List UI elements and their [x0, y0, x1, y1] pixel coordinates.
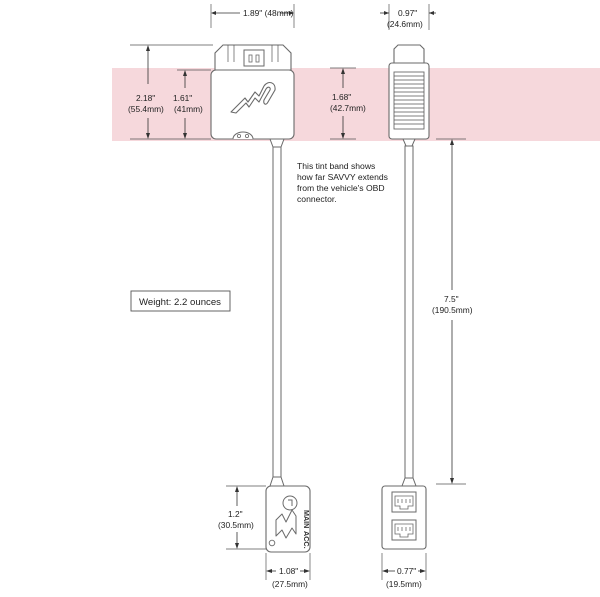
band-height-in: 1.61" — [173, 93, 192, 103]
jack-side-width-in: 0.77" — [397, 566, 416, 576]
port-label-main: MAIN — [302, 510, 311, 528]
note-line-4: connector. — [297, 194, 337, 204]
jack-side-view — [381, 485, 427, 550]
side-band-in: 1.68" — [332, 92, 351, 102]
dim-side-band: 1.68" (42.7mm) — [330, 67, 366, 140]
tint-band-note: This tint band shows how far SAVVY exten… — [297, 161, 388, 204]
jack-height-mm: (30.5mm) — [218, 520, 254, 530]
note-line-1: This tint band shows — [297, 161, 375, 171]
obd-width-label: 1.89" (48mm) — [243, 8, 294, 18]
jack-front-view: MAIN ACC. — [265, 485, 311, 553]
cable-length-mm: (190.5mm) — [432, 305, 473, 315]
side-band-mm: (42.7mm) — [330, 103, 366, 113]
front-cable — [272, 138, 282, 485]
dim-total-height: 2.18" (55.4mm) — [128, 44, 213, 140]
dim-side-width: 0.97" (24.6mm) — [380, 4, 436, 30]
side-width-mm: (24.6mm) — [387, 19, 423, 29]
weight-box: Weight: 2.2 ounces — [130, 290, 231, 312]
savvy-logo-icon — [230, 81, 276, 114]
band-height-mm: (41mm) — [174, 104, 203, 114]
total-height-mm: (55.4mm) — [128, 104, 164, 114]
jack-width-mm: (27.5mm) — [272, 579, 308, 589]
cable-length-in: 7.5" — [444, 294, 459, 304]
dim-cable-length: 7.5" (190.5mm) — [432, 138, 473, 485]
rj-jack-icon — [391, 491, 417, 513]
rj-jack-icon — [391, 519, 417, 541]
port-label-acc: ACC. — [302, 531, 311, 549]
jack-side-width-mm: (19.5mm) — [386, 579, 422, 589]
weight-label: Weight: 2.2 ounces — [139, 297, 221, 308]
dim-jack-width: 1.08" (27.5mm) — [265, 553, 311, 589]
obd-connector-icon — [243, 49, 265, 67]
side-width-in: 0.97" — [398, 8, 417, 18]
tint-band — [112, 68, 600, 141]
dim-jack-height: 1.2" (30.5mm) — [218, 485, 266, 550]
dim-jack-side-width: 0.77" (19.5mm) — [381, 553, 427, 589]
side-ridges — [393, 71, 425, 130]
obd-front-view — [210, 44, 295, 140]
jack-height-in: 1.2" — [228, 509, 243, 519]
jack-width-in: 1.08" — [279, 566, 298, 576]
total-height-in: 2.18" — [136, 93, 155, 103]
jack-logo-icon — [275, 495, 298, 539]
side-cable — [404, 145, 414, 481]
note-line-3: from the vehicle's OBD — [297, 183, 385, 193]
note-line-2: how far SAVVY extends — [297, 172, 388, 182]
dim-obd-width: 1.89" (48mm) — [210, 4, 295, 28]
dim-band-height: 1.61" (41mm) — [173, 69, 211, 139]
obd-side-view — [388, 44, 430, 147]
